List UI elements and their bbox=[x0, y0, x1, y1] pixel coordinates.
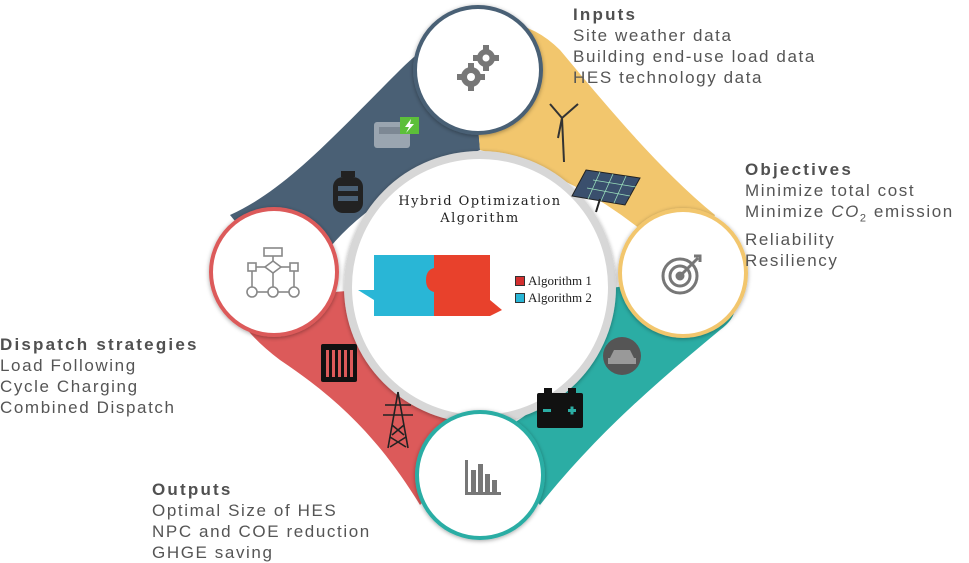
co2-symbol: CO bbox=[831, 202, 860, 221]
flowchart-icon bbox=[246, 247, 300, 298]
objectives-label-block: Objectives Minimize total cost Minimize … bbox=[745, 160, 954, 271]
legend-label-algorithm-2: Algorithm 2 bbox=[528, 289, 592, 305]
battery-icon bbox=[537, 388, 583, 428]
outputs-heading: Outputs bbox=[152, 480, 233, 499]
puzzle-piece-right bbox=[426, 255, 502, 316]
legend-item-algorithm-1: Algorithm 1 bbox=[515, 272, 592, 289]
dispatch-line-2: Cycle Charging bbox=[0, 377, 139, 396]
objectives-line-2-prefix: Minimize bbox=[745, 202, 832, 221]
gas-cylinder-icon bbox=[333, 171, 363, 213]
outputs-line-3: GHGE saving bbox=[152, 543, 274, 562]
objectives-line-3: Reliability bbox=[745, 230, 836, 250]
center-title-line2: Algorithm bbox=[440, 211, 520, 226]
dispatch-heading: Dispatch strategies bbox=[0, 335, 199, 354]
legend-swatch-algorithm-1 bbox=[515, 275, 525, 286]
dispatch-line-3: Combined Dispatch bbox=[0, 398, 176, 417]
transmission-tower-icon bbox=[383, 391, 413, 449]
legend-item-algorithm-2: Algorithm 2 bbox=[515, 289, 592, 306]
bar-chart-icon bbox=[465, 460, 501, 495]
target-icon bbox=[661, 254, 702, 295]
inputs-heading: Inputs bbox=[573, 5, 638, 24]
radiator-icon bbox=[321, 344, 357, 382]
inputs-line-1: Site weather data bbox=[573, 26, 733, 45]
center-title-line1: Hybrid Optimization bbox=[398, 194, 562, 209]
legend-swatch-algorithm-2 bbox=[515, 292, 525, 303]
inputs-label-block: Inputs Site weather data Building end-us… bbox=[573, 5, 816, 88]
objectives-line-2-suffix: emission bbox=[867, 202, 954, 221]
solar-panel-icon bbox=[571, 169, 641, 213]
algorithm-legend: Algorithm 1 Algorithm 2 bbox=[515, 272, 592, 306]
generator-icon bbox=[374, 117, 419, 148]
outputs-line-1: Optimal Size of HES bbox=[152, 501, 338, 520]
dispatch-line-1: Load Following bbox=[0, 356, 137, 375]
inputs-line-2: Building end-use load data bbox=[573, 47, 816, 66]
outputs-line-2: NPC and COE reduction bbox=[152, 522, 371, 541]
wind-turbine-icon bbox=[549, 103, 579, 163]
center-title: Hybrid Optimization Algorithm bbox=[362, 193, 598, 227]
legend-label-algorithm-1: Algorithm 1 bbox=[528, 272, 592, 288]
inputs-line-3: HES technology data bbox=[573, 68, 764, 87]
outputs-label-block: Outputs Optimal Size of HES NPC and COE … bbox=[152, 480, 371, 563]
electric-vehicle-icon bbox=[603, 337, 641, 375]
co2-subscript: 2 bbox=[859, 212, 868, 225]
puzzle-piece-left bbox=[358, 255, 442, 316]
objectives-line-2: Minimize CO2 emission bbox=[745, 201, 954, 229]
objectives-line-4: Resiliency bbox=[745, 251, 839, 271]
gears-icon bbox=[457, 45, 499, 91]
objectives-line-1: Minimize total cost bbox=[745, 181, 916, 200]
dispatch-label-block: Dispatch strategies Load Following Cycle… bbox=[0, 335, 199, 418]
objectives-heading: Objectives bbox=[745, 160, 853, 179]
